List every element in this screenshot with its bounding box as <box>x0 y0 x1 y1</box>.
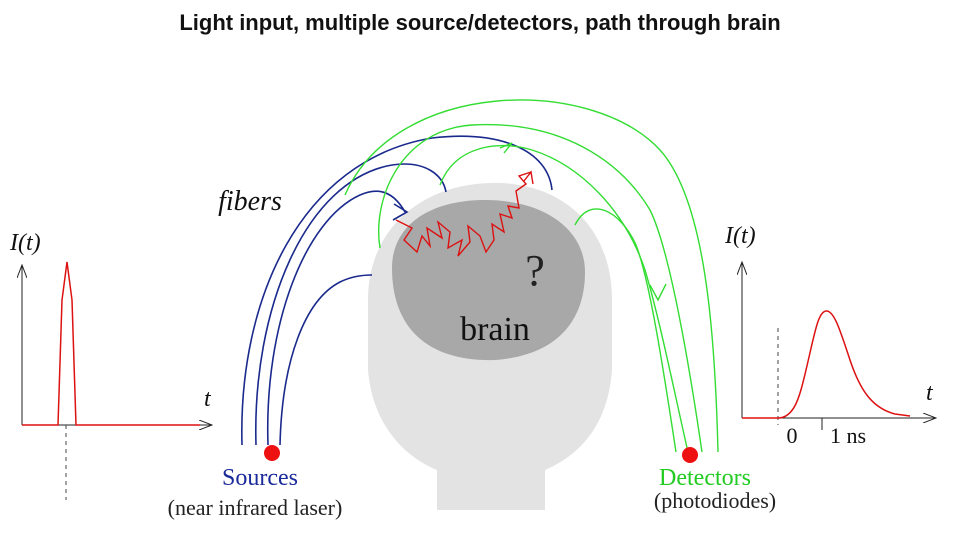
detector-dot <box>682 447 698 463</box>
detected-signal-curve <box>742 310 911 419</box>
left-plot-ylabel: I(t) <box>9 230 41 256</box>
sources-label: Sources <box>222 465 298 491</box>
right-plot-tick-zero: 0 <box>787 423 798 448</box>
brain-label: brain <box>460 311 530 348</box>
left-plot-xlabel: t <box>204 386 212 412</box>
detector-fiber-arrow-side <box>649 283 667 302</box>
source-dot <box>264 445 280 461</box>
detectors-sublabel: (photodiodes) <box>654 488 776 513</box>
source-fiber-2 <box>255 163 447 446</box>
question-mark: ? <box>525 246 545 295</box>
input-pulse-plot: I(t) t <box>9 230 212 500</box>
detectors-label: Detectors <box>659 465 751 491</box>
detector-fibers <box>344 99 719 453</box>
slide-title: Light input, multiple source/detectors, … <box>179 10 780 35</box>
brain-region <box>392 200 585 361</box>
photon-path-arrow <box>523 170 534 185</box>
right-plot-tick-1ns: 1 ns <box>830 423 866 448</box>
detector-fiber-4 <box>574 208 677 453</box>
input-pulse-curve <box>22 261 200 426</box>
source-fiber-4 <box>279 274 373 446</box>
right-plot-xlabel: t <box>926 380 934 406</box>
detector-fiber-2 <box>378 123 703 453</box>
source-fibers <box>241 135 553 446</box>
source-fiber-3 <box>266 190 406 446</box>
detector-fiber-arrow-top <box>499 142 513 154</box>
source-fiber-1 <box>241 135 553 446</box>
source-fiber-3-arrow <box>392 203 409 221</box>
right-plot-ylabel: I(t) <box>724 223 756 249</box>
fibers-label: fibers <box>218 186 282 217</box>
detector-fiber-1 <box>344 99 719 453</box>
photon-path <box>395 171 532 257</box>
detector-fiber-3 <box>439 144 689 453</box>
sources-sublabel: (near infrared laser) <box>168 495 343 520</box>
detected-signal-plot: I(t) t 0 1 ns <box>724 223 936 448</box>
